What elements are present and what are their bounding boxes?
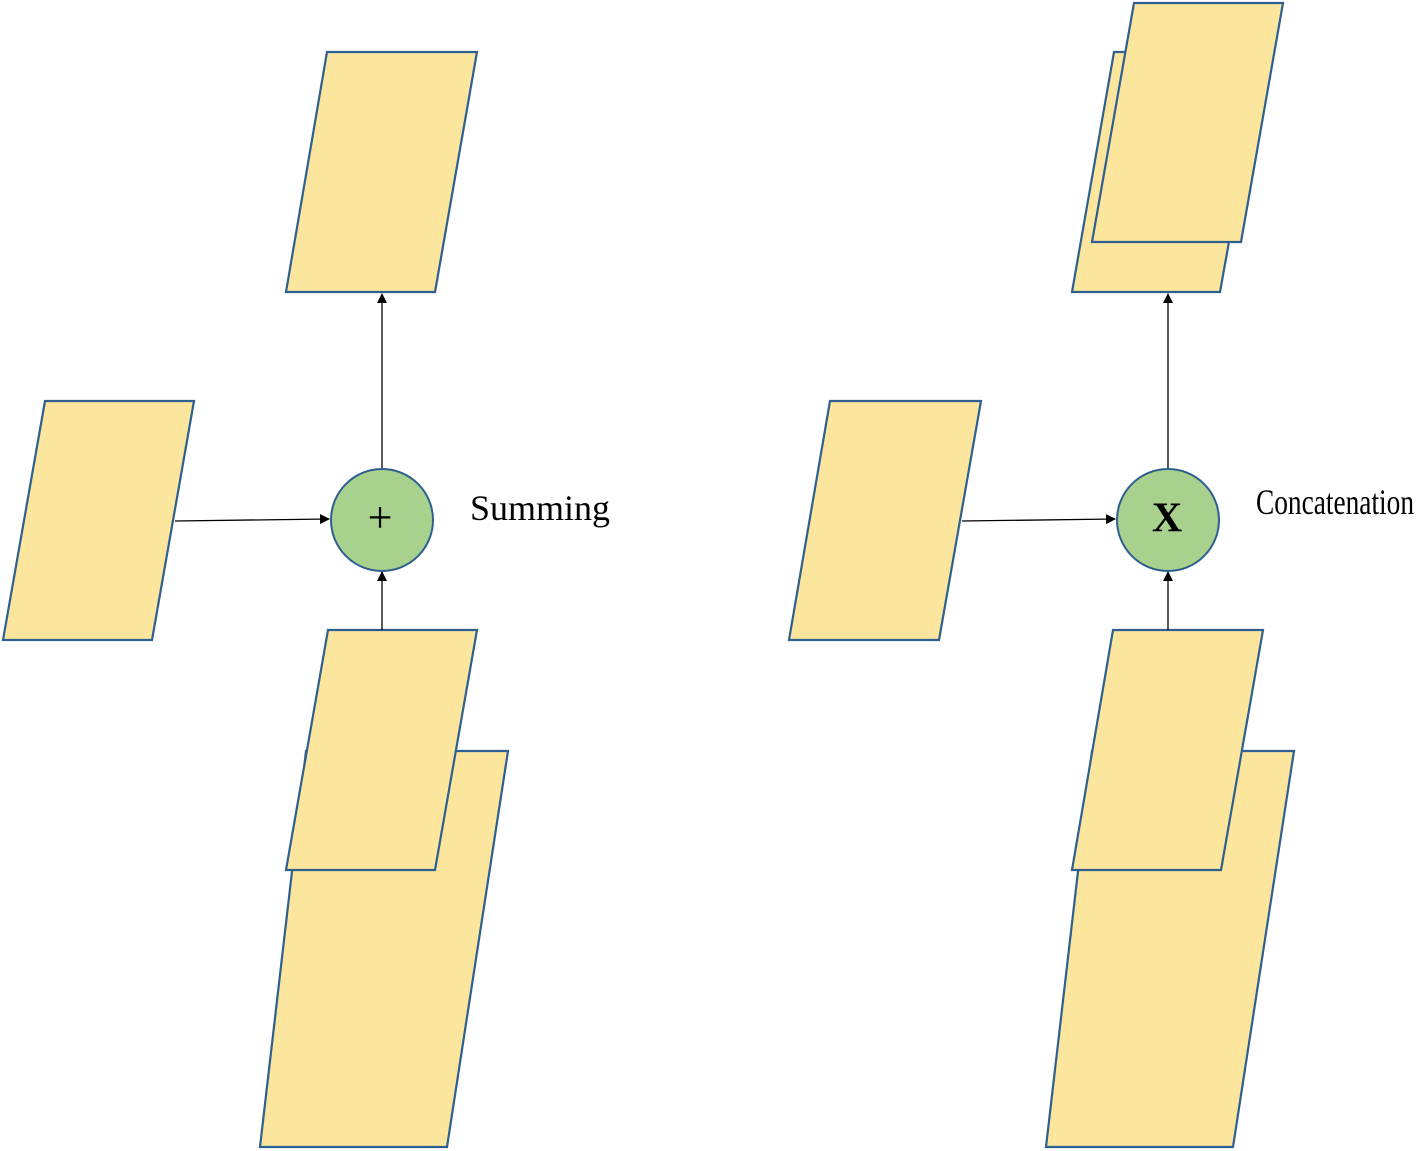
concatenation-bottom-input-feature-map-front bbox=[1070, 628, 1265, 872]
summing-panel: + Summing bbox=[1, 50, 610, 1149]
concatenation-label: Concatenation bbox=[1256, 482, 1414, 522]
concatenation-output-feature-map-front bbox=[1090, 1, 1285, 244]
concatenation-panel: X Concatenation bbox=[787, 1, 1414, 1149]
concatenation-node bbox=[1116, 468, 1220, 572]
summing-lateral-arrow bbox=[174, 514, 330, 525]
summing-label: Summing bbox=[470, 488, 610, 528]
summing-lateral-input-feature-map bbox=[1, 399, 196, 642]
plus-symbol: + bbox=[368, 493, 393, 542]
summing-bottom-input-feature-map-front bbox=[284, 628, 479, 872]
summing-output-feature-map bbox=[284, 50, 479, 294]
concatenation-lateral-input-feature-map bbox=[787, 399, 983, 642]
summing-node bbox=[330, 468, 434, 572]
concatenation-lateral-arrow bbox=[961, 514, 1116, 525]
x-symbol: X bbox=[1152, 496, 1182, 542]
